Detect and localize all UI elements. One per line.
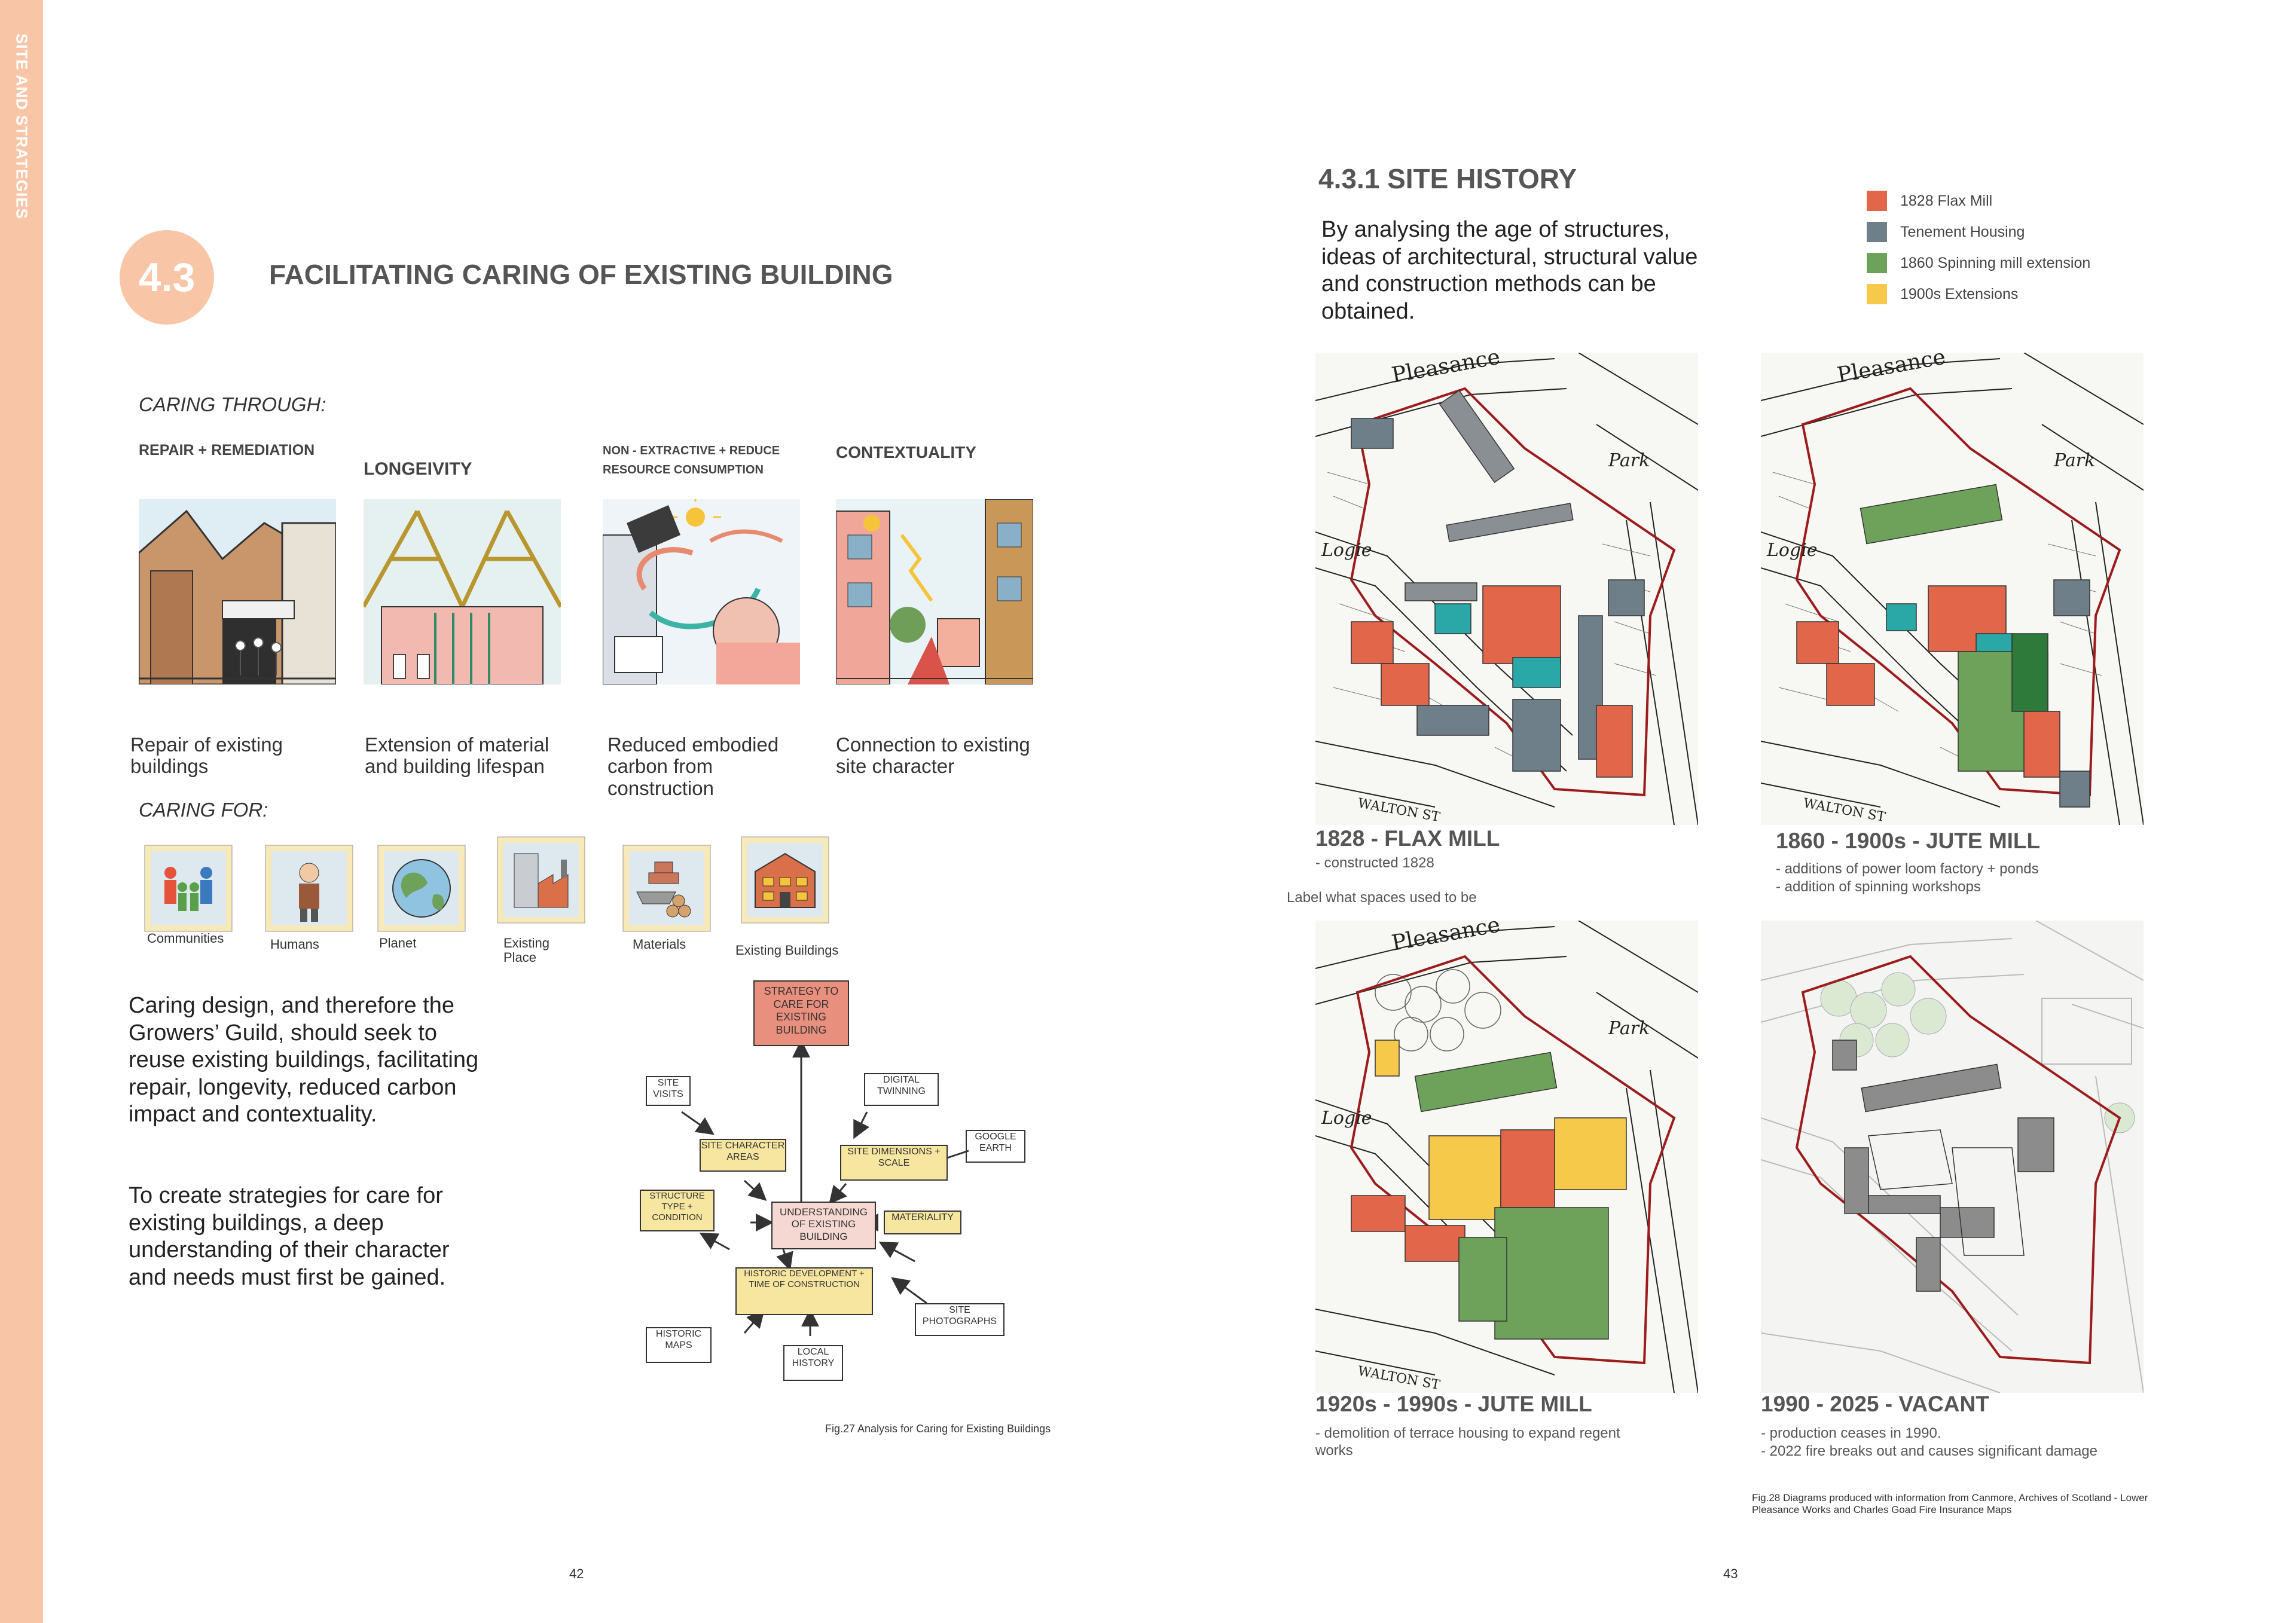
map-park-label: Park: [1608, 1018, 1650, 1039]
legend-item-spinning: 1860 Spinning mill extension: [1867, 247, 2090, 279]
humans-label: Humans: [270, 937, 319, 952]
section-number-badge: 4.3: [120, 230, 214, 325]
existing-buildings-icon: [740, 836, 830, 924]
existing-place-icon: [496, 836, 586, 924]
map-1990-desc-2: - 2022 fire breaks out and causes signif…: [1761, 1443, 2098, 1459]
node-historic-development: HISTORIC DEVELOPMENT + TIME OF CONSTRUCT…: [735, 1267, 873, 1315]
section-title: FACILITATING CARING OF EXISTING BUILDING: [269, 259, 893, 290]
map-1828-title: 1828 - FLAX MILL: [1315, 826, 1500, 851]
site-history-title: 4.3.1 SITE HISTORY: [1318, 163, 1577, 194]
non-extractive-illustration: [603, 499, 800, 684]
legend-swatch: [1867, 191, 1887, 211]
site-history-legend: 1828 Flax Mill Tenement Housing 1860 Spi…: [1867, 185, 2090, 310]
node-local-history: LOCAL HISTORY: [783, 1345, 843, 1381]
map-1920s: Pleasance Park Logie WALTON ST: [1315, 921, 1698, 1393]
category-label-longevity: LONGEIVITY: [364, 459, 472, 479]
page-number-right: 43: [1723, 1566, 1738, 1581]
legend-item-tenement: Tenement Housing: [1867, 216, 2090, 247]
map-1860-desc-1: - additions of power loom factory + pond…: [1776, 861, 2039, 877]
materials-label: Materials: [633, 937, 686, 952]
caption-non-extractive: Reduced embodied carbon from constructio…: [607, 733, 779, 799]
strategy-diagram: STRATEGY TO CARE FOR EXISTING BUILDING U…: [634, 968, 1076, 1399]
maps-caption: Fig.28 Diagrams produced with informatio…: [1752, 1492, 2148, 1516]
caption-contextuality: Connection to existing site character: [836, 733, 1030, 778]
map-logie-label: Logie: [1321, 540, 1372, 561]
legend-item-flax-mill: 1828 Flax Mill: [1867, 185, 2090, 216]
existing-buildings-label: Existing Buildings: [735, 943, 839, 958]
map-logie-label: Logie: [1766, 540, 1818, 561]
caption-longevity: Extension of material and building lifes…: [365, 733, 549, 778]
side-tab-label: SITE AND STRATEGIES: [13, 33, 31, 219]
map-park-label: Park: [1608, 450, 1650, 471]
node-site-dimensions: SITE DIMENSIONS + SCALE: [840, 1145, 948, 1181]
diagram-center-node: UNDERSTANDING OF EXISTING BUILDING: [771, 1202, 876, 1249]
site-history-intro: By analysing the age of structures, idea…: [1321, 217, 1698, 324]
map-1920s-title: 1920s - 1990s - JUTE MILL: [1315, 1392, 1592, 1416]
legend-swatch: [1867, 253, 1887, 273]
diagram-caption: Fig.27 Analysis for Caring for Existing …: [825, 1423, 1051, 1435]
planet-icon: [377, 844, 466, 933]
map-annotation-note: Label what spaces used to be: [1287, 890, 1477, 906]
map-1990-desc-1: - production ceases in 1990.: [1761, 1425, 1941, 1441]
map-logie-label: Logie: [1321, 1108, 1372, 1129]
caring-for-heading: CARING FOR:: [139, 799, 268, 821]
map-1860: Pleasance Park Logie WALTON ST: [1761, 353, 2144, 825]
page-number-left: 42: [569, 1566, 584, 1581]
node-materiality: MATERIALITY: [884, 1211, 961, 1234]
map-1990-title: 1990 - 2025 - VACANT: [1761, 1392, 1989, 1416]
node-site-photographs: SITE PHOTOGRAPHS: [915, 1303, 1004, 1336]
legend-item-1900s: 1900s Extensions: [1867, 279, 2090, 310]
node-historic-maps: HISTORIC MAPS: [646, 1327, 712, 1363]
side-tab: [0, 0, 43, 1623]
humans-icon: [264, 844, 354, 933]
body-paragraph-1: Caring design, and therefore the Growers…: [129, 993, 479, 1127]
communities-label: Communities: [147, 931, 224, 946]
node-google-earth: GOOGLE EARTH: [966, 1130, 1025, 1163]
category-label-contextuality: CONTEXTUALITY: [836, 443, 976, 461]
communities-icon: [144, 844, 233, 933]
contextuality-illustration: [836, 499, 1033, 684]
map-1828-desc: - constructed 1828: [1315, 855, 1434, 871]
node-site-character-areas: SITE CHARACTER AREAS: [700, 1139, 786, 1172]
node-digital-twinning: DIGITAL TWINNING: [864, 1073, 939, 1106]
existing-place-label: Existing Place: [503, 936, 550, 965]
caring-through-heading: CARING THROUGH:: [139, 393, 326, 415]
node-site-visits: SITE VISITS: [646, 1076, 691, 1106]
planet-label: Planet: [379, 936, 417, 950]
caption-repair: Repair of existing buildings: [130, 733, 283, 778]
map-1990: [1761, 921, 2144, 1393]
legend-swatch: [1867, 222, 1887, 242]
body-paragraph-2: To create strategies for care for existi…: [129, 1183, 450, 1290]
repair-illustration: [139, 499, 336, 684]
map-park-label: Park: [2053, 450, 2095, 471]
legend-swatch: [1867, 284, 1887, 304]
map-1860-title: 1860 - 1900s - JUTE MILL: [1776, 829, 2041, 853]
map-1860-desc-2: - addition of spinning workshops: [1776, 879, 1981, 895]
category-label-non-extractive: NON - EXTRACTIVE + REDUCE RESOURCE CONSU…: [603, 444, 780, 476]
map-1920s-desc: - demolition of terrace housing to expan…: [1315, 1425, 1620, 1459]
category-label-repair: REPAIR + REMEDIATION: [139, 442, 315, 459]
map-1828: Pleasance Park Logie WALTON ST: [1315, 353, 1698, 825]
longevity-illustration: [364, 499, 561, 684]
node-structure-type: STRUCTURE TYPE + CONDITION: [640, 1190, 715, 1231]
materials-icon: [622, 844, 712, 933]
diagram-top-node: STRATEGY TO CARE FOR EXISTING BUILDING: [753, 980, 849, 1046]
